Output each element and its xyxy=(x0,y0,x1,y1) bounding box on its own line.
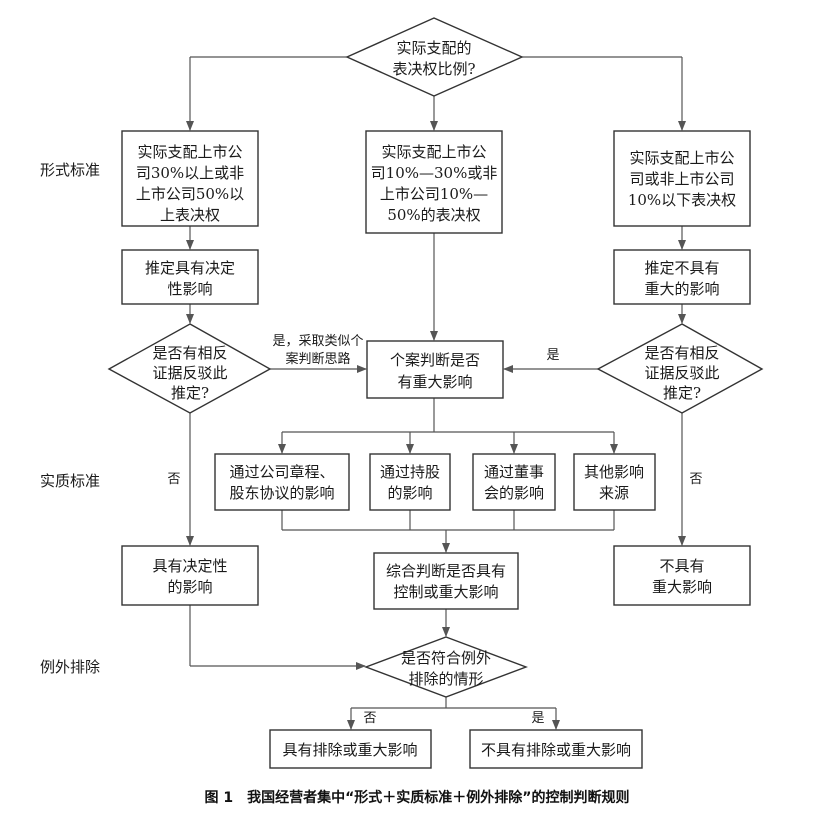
rebut-right-line-3: 推定? xyxy=(663,384,701,402)
synthesis-line-1: 综合判断是否具有 xyxy=(386,562,506,580)
sub-other-line-1: 其他影响 xyxy=(584,463,644,481)
rebut-left-line-2: 证据反驳此 xyxy=(152,364,227,382)
yes-left-label-line-2: 案判断思路 xyxy=(285,351,350,367)
sub-box-other: 其他影响 来源 xyxy=(573,453,656,511)
sub-box-shareholding: 通过持股 的影响 xyxy=(369,453,451,511)
no-right-label: 否 xyxy=(689,472,702,487)
case-judge-line-2: 有重大影响 xyxy=(397,373,472,391)
formal-left-line-2: 司30%以上或非 xyxy=(136,164,244,182)
formal-mid-line-2: 司10%—30%或非 xyxy=(371,164,498,182)
synthesis-box: 综合判断是否具有 控制或重大影响 xyxy=(373,552,519,610)
formal-right-box: 实际支配上市公 司或非上市公司 10%以下表决权 xyxy=(613,130,751,227)
stage-label-substantive: 实质标准 xyxy=(40,472,100,490)
result-left-box: 具有排除或重大影响 xyxy=(269,729,432,769)
synthesis-line-2: 控制或重大影响 xyxy=(393,583,498,601)
yes-left-label-line-1: 是，采取类似个 xyxy=(272,334,363,349)
rebut-left-decision: 是否有相反 证据反驳此 推定? xyxy=(107,323,272,414)
connectors xyxy=(186,56,686,730)
exception-no-label: 否 xyxy=(363,711,376,726)
rebut-right-line-2: 证据反驳此 xyxy=(644,364,719,382)
rebut-right-decision: 是否有相反 证据反驳此 推定? xyxy=(596,323,764,414)
sub-articles-line-2: 股东协议的影响 xyxy=(229,484,334,502)
sub-shareholding-line-1: 通过持股 xyxy=(380,463,440,481)
exception-decision: 是否符合例外 排除的情形 xyxy=(364,636,528,698)
start-decision: 实际支配的 表决权比例? xyxy=(345,17,524,97)
stage-label-formal: 形式标准 xyxy=(40,161,100,179)
rebut-right-line-1: 是否有相反 xyxy=(644,344,719,362)
formal-mid-line-4: 50%的表决权 xyxy=(387,206,480,224)
start-line-2: 表决权比例? xyxy=(392,60,475,78)
yes-right-label: 是 xyxy=(546,348,559,363)
result-right-text: 不具有排除或重大影响 xyxy=(481,741,631,759)
rebut-left-line-1: 是否有相反 xyxy=(152,344,227,362)
exception-yes-label: 是 xyxy=(531,711,544,726)
presume-left-box: 推定具有决定 性影响 xyxy=(121,249,259,305)
case-judge-line-1: 个案判断是否 xyxy=(390,351,480,369)
decisive-line-1: 具有决定性 xyxy=(152,557,227,575)
sub-shareholding-line-2: 的影响 xyxy=(387,484,432,502)
sub-box-articles: 通过公司章程、 股东协议的影响 xyxy=(214,453,350,511)
formal-right-line-2: 司或非上市公司 xyxy=(629,170,734,188)
sub-articles-line-1: 通过公司章程、 xyxy=(229,463,334,481)
formal-right-line-1: 实际支配上市公 xyxy=(629,149,734,167)
no-major-line-1: 不具有 xyxy=(659,557,704,575)
no-left-label: 否 xyxy=(167,472,180,487)
stage-label-exception: 例外排除 xyxy=(40,658,100,676)
no-major-box: 不具有 重大影响 xyxy=(613,545,751,606)
formal-left-line-1: 实际支配上市公 xyxy=(137,143,242,161)
decisive-line-2: 的影响 xyxy=(167,578,212,596)
sub-box-board: 通过董事 会的影响 xyxy=(472,453,556,511)
exception-line-2: 排除的情形 xyxy=(408,670,483,688)
start-line-1: 实际支配的 xyxy=(396,39,471,57)
formal-left-line-4: 上表决权 xyxy=(160,206,220,224)
formal-mid-line-3: 上市公司10%— xyxy=(380,185,488,203)
decisive-box: 具有决定性 的影响 xyxy=(121,545,259,606)
presume-right-line-2: 重大的影响 xyxy=(644,280,719,298)
presume-left-line-2: 性影响 xyxy=(167,280,212,298)
presume-right-line-1: 推定不具有 xyxy=(644,259,719,277)
rebut-left-line-3: 推定? xyxy=(171,384,209,402)
result-right-box: 不具有排除或重大影响 xyxy=(469,729,643,769)
sub-board-line-1: 通过董事 xyxy=(484,463,544,481)
formal-mid-box: 实际支配上市公 司10%—30%或非 上市公司10%— 50%的表决权 xyxy=(365,130,503,234)
presume-right-box: 推定不具有 重大的影响 xyxy=(613,249,751,305)
presume-left-line-1: 推定具有决定 xyxy=(145,259,235,277)
figure-caption: 图 1 我国经营者集中“形式＋实质标准＋例外排除”的控制判断规则 xyxy=(204,789,629,806)
result-left-text: 具有排除或重大影响 xyxy=(282,741,417,759)
sub-board-line-2: 会的影响 xyxy=(484,484,544,502)
exception-line-1: 是否符合例外 xyxy=(401,649,491,667)
formal-right-line-3: 10%以下表决权 xyxy=(628,191,736,209)
formal-left-line-3: 上市公司50%以 xyxy=(136,185,244,203)
sub-other-line-2: 来源 xyxy=(599,484,629,502)
no-major-line-2: 重大影响 xyxy=(652,578,712,596)
formal-mid-line-1: 实际支配上市公 xyxy=(381,143,486,161)
case-judge-box: 个案判断是否 有重大影响 xyxy=(366,340,504,399)
formal-left-box: 实际支配上市公 司30%以上或非 上市公司50%以 上表决权 xyxy=(121,130,259,227)
